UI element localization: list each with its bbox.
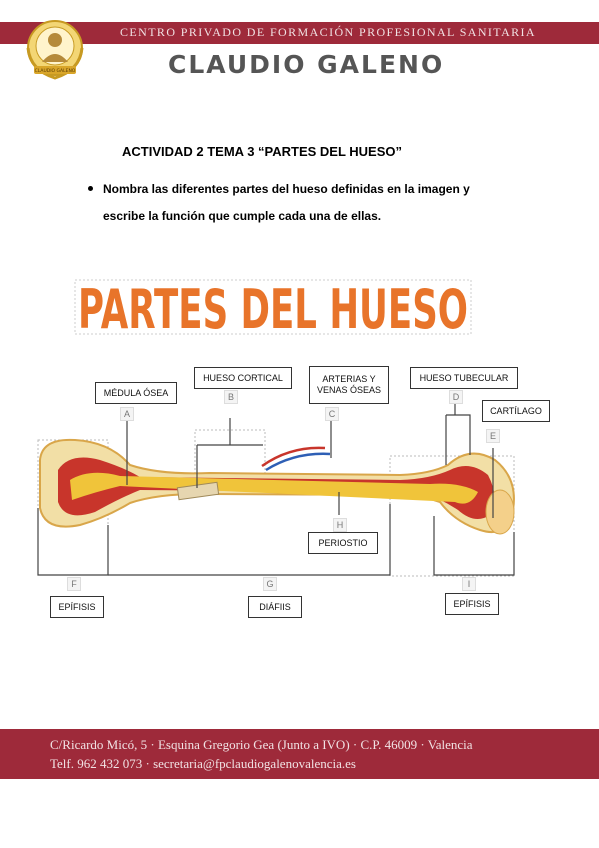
label-periostio: PERIOSTIO xyxy=(308,532,378,554)
label-epifisis-left: EPÍFISIS xyxy=(50,596,104,618)
label-diafisis: DIÁFIIS xyxy=(248,596,302,618)
header-band: CENTRO PRIVADO DE FORMACIÓN PROFESIONAL … xyxy=(0,22,599,44)
instruction-line-1: Nombra las diferentes partes del hueso d… xyxy=(103,182,470,196)
letter-b: B xyxy=(224,390,238,404)
bullet-dot xyxy=(88,186,93,191)
label-arterias-line2: VENAS ÓSEAS xyxy=(316,385,382,395)
letter-f: F xyxy=(67,577,81,591)
activity-title: ACTIVIDAD 2 TEMA 3 “PARTES DEL HUESO” xyxy=(122,144,403,159)
letter-c: C xyxy=(325,407,339,421)
letter-h: H xyxy=(333,518,347,532)
label-medula-osea: MÉDULA ÓSEA xyxy=(95,382,177,404)
instruction-line-2: escribe la función que cumple cada una d… xyxy=(103,209,382,223)
label-hueso-cortical: HUESO CORTICAL xyxy=(194,367,292,389)
label-hueso-tubecular: HUESO TUBECULAR xyxy=(410,367,518,389)
label-arterias-line1: ARTERIAS Y xyxy=(322,374,376,384)
footer-address: C/Ricardo Micó, 5 · Esquina Gregorio Gea… xyxy=(50,737,473,752)
bone-figure: PARTES DEL HUESO xyxy=(0,270,599,630)
letter-a: A xyxy=(120,407,134,421)
logo: CLAUDIO GALENO xyxy=(20,18,90,84)
letter-g: G xyxy=(263,577,277,591)
header-band-text: CENTRO PRIVADO DE FORMACIÓN PROFESIONAL … xyxy=(120,25,537,39)
letter-d: D xyxy=(449,390,463,404)
footer-contact: Telf. 962 432 073 · secretaria@fpclaudio… xyxy=(50,756,356,771)
label-arterias-venas: ARTERIAS Y VENAS ÓSEAS xyxy=(309,366,389,404)
label-cartilago: CARTÍLAGO xyxy=(482,400,550,422)
label-epifisis-right: EPÍFISIS xyxy=(445,593,499,615)
figure-title: PARTES DEL HUESO xyxy=(78,278,468,341)
footer-band: C/Ricardo Micó, 5 · Esquina Gregorio Gea… xyxy=(0,729,599,779)
letter-e: E xyxy=(486,429,500,443)
logo-text: CLAUDIO GALENO xyxy=(35,68,76,74)
letter-i: I xyxy=(462,577,476,591)
bone-illustration xyxy=(39,438,515,535)
brand-name: CLAUDIO GALENO xyxy=(168,50,445,79)
